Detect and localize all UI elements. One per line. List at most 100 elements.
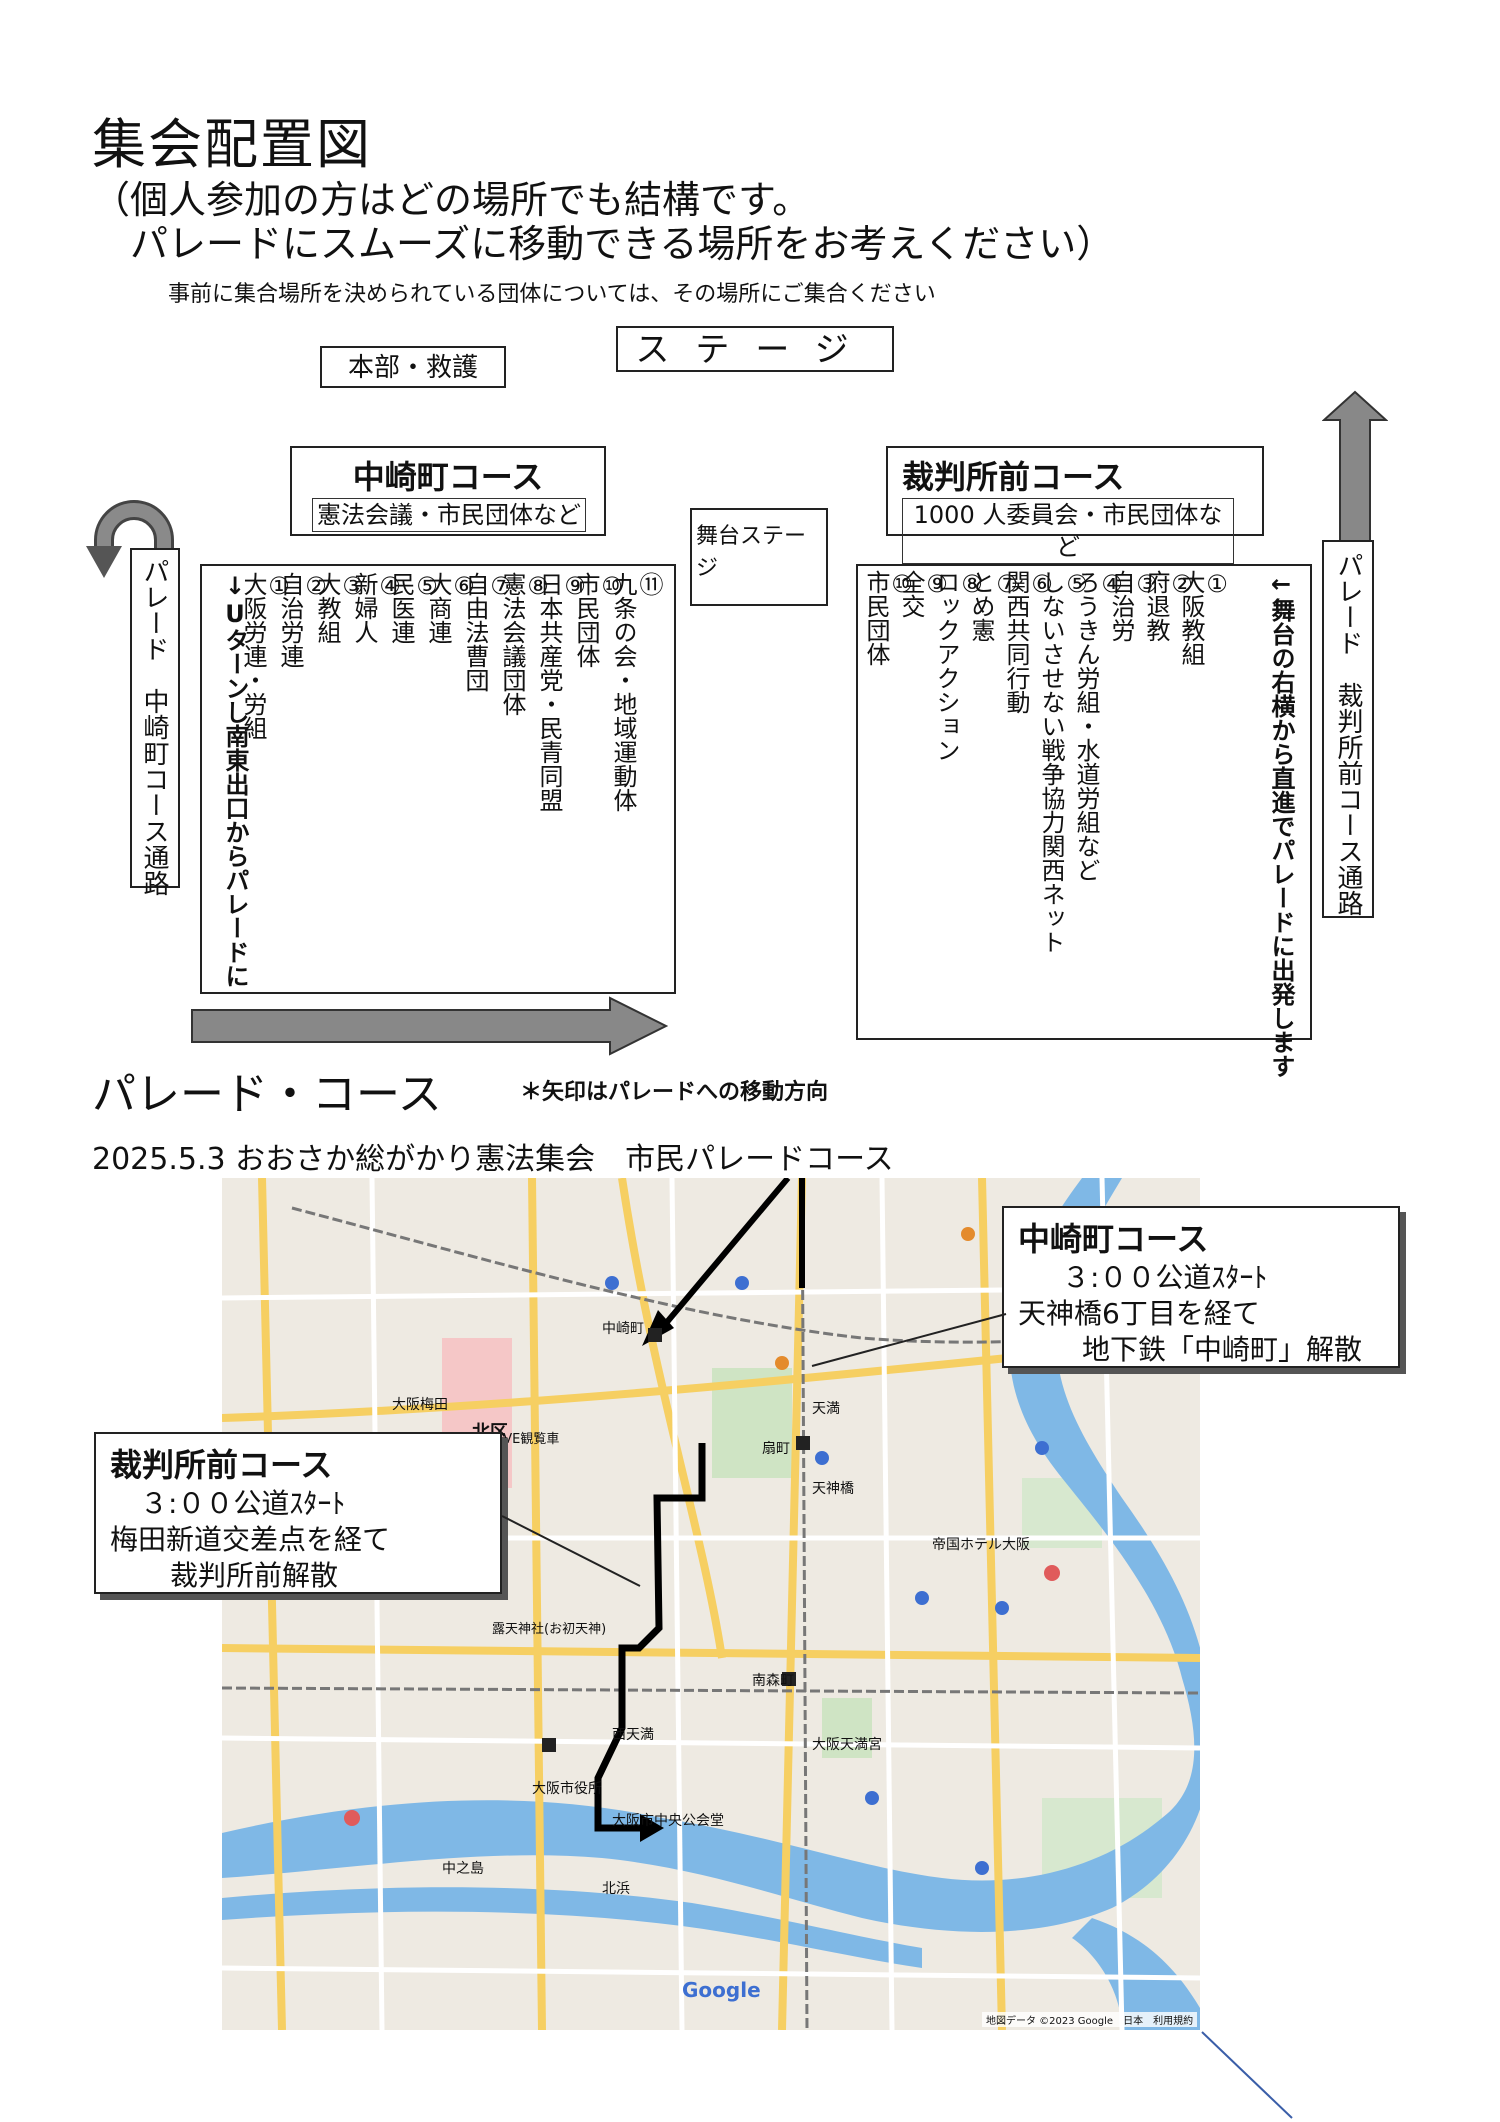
saibansho-group-name: ろうきん労組・水道労組など bbox=[1072, 570, 1100, 882]
u-turn-arrow-icon bbox=[86, 500, 174, 578]
subtitle-line-1: （個人参加の方はどの場所でも結構です。 bbox=[92, 178, 811, 222]
saibansho-group-name: しないさせない戦争協力関西ネット bbox=[1037, 570, 1065, 954]
saibansho-callout-line2: 梅田新道交差点を経て bbox=[110, 1523, 391, 1556]
map-title: 2025.5.3 おおさか総がかり憲法集会 市民パレードコース bbox=[92, 1142, 894, 1177]
saibansho-callout-pointer bbox=[501, 1515, 641, 1587]
saibansho-group-name: とめ憲 bbox=[967, 570, 995, 642]
decorative-line bbox=[1201, 2031, 1293, 2119]
map-label-imperial-hotel: 帝国ホテル大阪 bbox=[932, 1537, 1030, 1553]
map-label-kitahama: 北浜 bbox=[602, 1881, 630, 1897]
saibansho-group-number: ⑧ bbox=[958, 570, 986, 598]
saibansho-group-number: ⑦ bbox=[993, 570, 1021, 598]
map-label-nishitenma: 西天満 bbox=[612, 1727, 654, 1743]
map-label-tenma: 天満 bbox=[812, 1401, 840, 1417]
page-title: 集会配置図 bbox=[92, 113, 372, 176]
saibansho-callout-title: 裁判所前コース bbox=[110, 1446, 333, 1484]
saibansho-callout-line1: ３:００公道ｽﾀｰﾄ bbox=[140, 1487, 346, 1520]
saibansho-group-label: 1000 人委員会・市民団体など bbox=[902, 498, 1234, 564]
assembly-note: 事前に集合場所を決められている団体については、その場所にご集合ください bbox=[168, 282, 936, 307]
subtitle-line-2: パレードにスムーズに移動できる場所をお考えください） bbox=[130, 222, 1115, 266]
butai-stage-label: 舞台ステージ bbox=[696, 524, 807, 581]
nakazaki-group-name: 自治労連 bbox=[276, 572, 304, 668]
nakazaki-callout-line1: ３:００公道ｽﾀｰﾄ bbox=[1062, 1261, 1268, 1294]
nakazaki-group-label: 憲法会議・市民団体など bbox=[312, 498, 586, 532]
up-arrow-icon bbox=[1322, 390, 1388, 545]
map-label-minamimorimachi: 南森町 bbox=[752, 1673, 794, 1689]
nakazaki-callout: 中崎町コース ３:００公道ｽﾀｰﾄ 天神橋6丁目を経て 地下鉄「中崎町」解散 bbox=[1002, 1206, 1400, 1368]
nakazaki-group-number: ③ bbox=[339, 572, 367, 600]
nakazaki-group-number: ④ bbox=[376, 572, 404, 600]
map-label-tenjinbashi: 天神橋 bbox=[812, 1481, 854, 1497]
map-label-tsuyunoten: 露天神社(お初天神) bbox=[492, 1622, 607, 1637]
nakazaki-group-number: ⑧ bbox=[524, 572, 552, 600]
right-arrow-icon bbox=[191, 996, 668, 1056]
nakazaki-uturn-label: ↓Uターンし南東出口からパレードに bbox=[221, 572, 249, 988]
saibansho-group-name: 自治労 bbox=[1107, 570, 1135, 642]
saibansho-group-number: ⑩ bbox=[888, 570, 916, 598]
nakazaki-group-number: ⑤ bbox=[413, 572, 441, 600]
map-label-umeda: 大阪梅田 bbox=[392, 1397, 448, 1413]
nakazaki-group-name: 自由法曹団 bbox=[461, 572, 489, 692]
saibansho-group-number: ① bbox=[1203, 570, 1231, 598]
saibansho-course-header: 裁判所前コース 1000 人委員会・市民団体など bbox=[886, 446, 1264, 564]
nakazaki-group-name: 民医連 bbox=[387, 572, 415, 644]
parade-heading: パレード・コース bbox=[92, 1069, 442, 1120]
nakazaki-group-name: 大商連 bbox=[424, 572, 452, 644]
map-graphics bbox=[222, 1178, 1200, 2030]
saibansho-group-number: ⑤ bbox=[1063, 570, 1091, 598]
nakazaki-group-number: ⑨ bbox=[561, 572, 589, 600]
saibansho-group-name: 全交 bbox=[897, 570, 925, 618]
saibansho-group-name: 大阪教組 bbox=[1177, 570, 1205, 666]
nakazaki-group-name: 日本共産党・民青同盟 bbox=[535, 572, 563, 812]
nakazaki-group-name: 憲法会議団体 bbox=[498, 572, 526, 716]
nakazaki-group-number: ⑥ bbox=[450, 572, 478, 600]
map-label-nakazakicho: 中崎町 bbox=[602, 1321, 644, 1337]
stage-box: ステージ bbox=[616, 326, 894, 372]
saibansho-course-title: 裁判所前コース bbox=[902, 458, 1125, 496]
nakazaki-callout-line3: 地下鉄「中崎町」解散 bbox=[1082, 1333, 1363, 1366]
map-label-ogimachi: 扇町 bbox=[762, 1441, 790, 1457]
nakazaki-group-name: 市民団体 bbox=[572, 572, 600, 668]
saibansho-group-name: 府退教 bbox=[1142, 570, 1170, 642]
saibansho-group-number: ⑥ bbox=[1028, 570, 1056, 598]
saibansho-group-number: ② bbox=[1168, 570, 1196, 598]
nakazaki-group-name: 大阪労連・労組 bbox=[239, 572, 267, 740]
nakazaki-callout-line2: 天神橋6丁目を経て bbox=[1018, 1297, 1260, 1330]
nakazaki-callout-pointer bbox=[811, 1313, 1007, 1367]
saibansho-passage-label: パレード 裁判所前コース通路 bbox=[1322, 540, 1374, 918]
nakazaki-group-name: 九条の会・地域運動体 bbox=[609, 572, 637, 812]
arrow-note: ＊矢印はパレードへの移動方向 bbox=[520, 1080, 829, 1105]
saibansho-group-name: ロックアクション bbox=[932, 570, 960, 762]
nakazaki-group-number: ② bbox=[302, 572, 330, 600]
saibansho-group-number: ⑨ bbox=[923, 570, 951, 598]
map-label-nakanoshima: 中之島 bbox=[442, 1861, 484, 1877]
nakazaki-course-header: 中崎町コース 憲法会議・市民団体など bbox=[290, 446, 606, 536]
hq-first-aid-box: 本部・救護 bbox=[320, 346, 506, 388]
saibansho-group-number: ③ bbox=[1133, 570, 1161, 598]
nakazaki-passage-label: パレード 中崎町コース通路 bbox=[130, 548, 180, 896]
map-credit: 地図データ ©2023 Google 日本 利用規約 bbox=[982, 2012, 1198, 2027]
nakazaki-group-name: 新婦人 bbox=[350, 572, 378, 644]
saibansho-callout-line3: 裁判所前解散 bbox=[170, 1559, 339, 1592]
nakazaki-callout-title: 中崎町コース bbox=[1018, 1220, 1209, 1258]
